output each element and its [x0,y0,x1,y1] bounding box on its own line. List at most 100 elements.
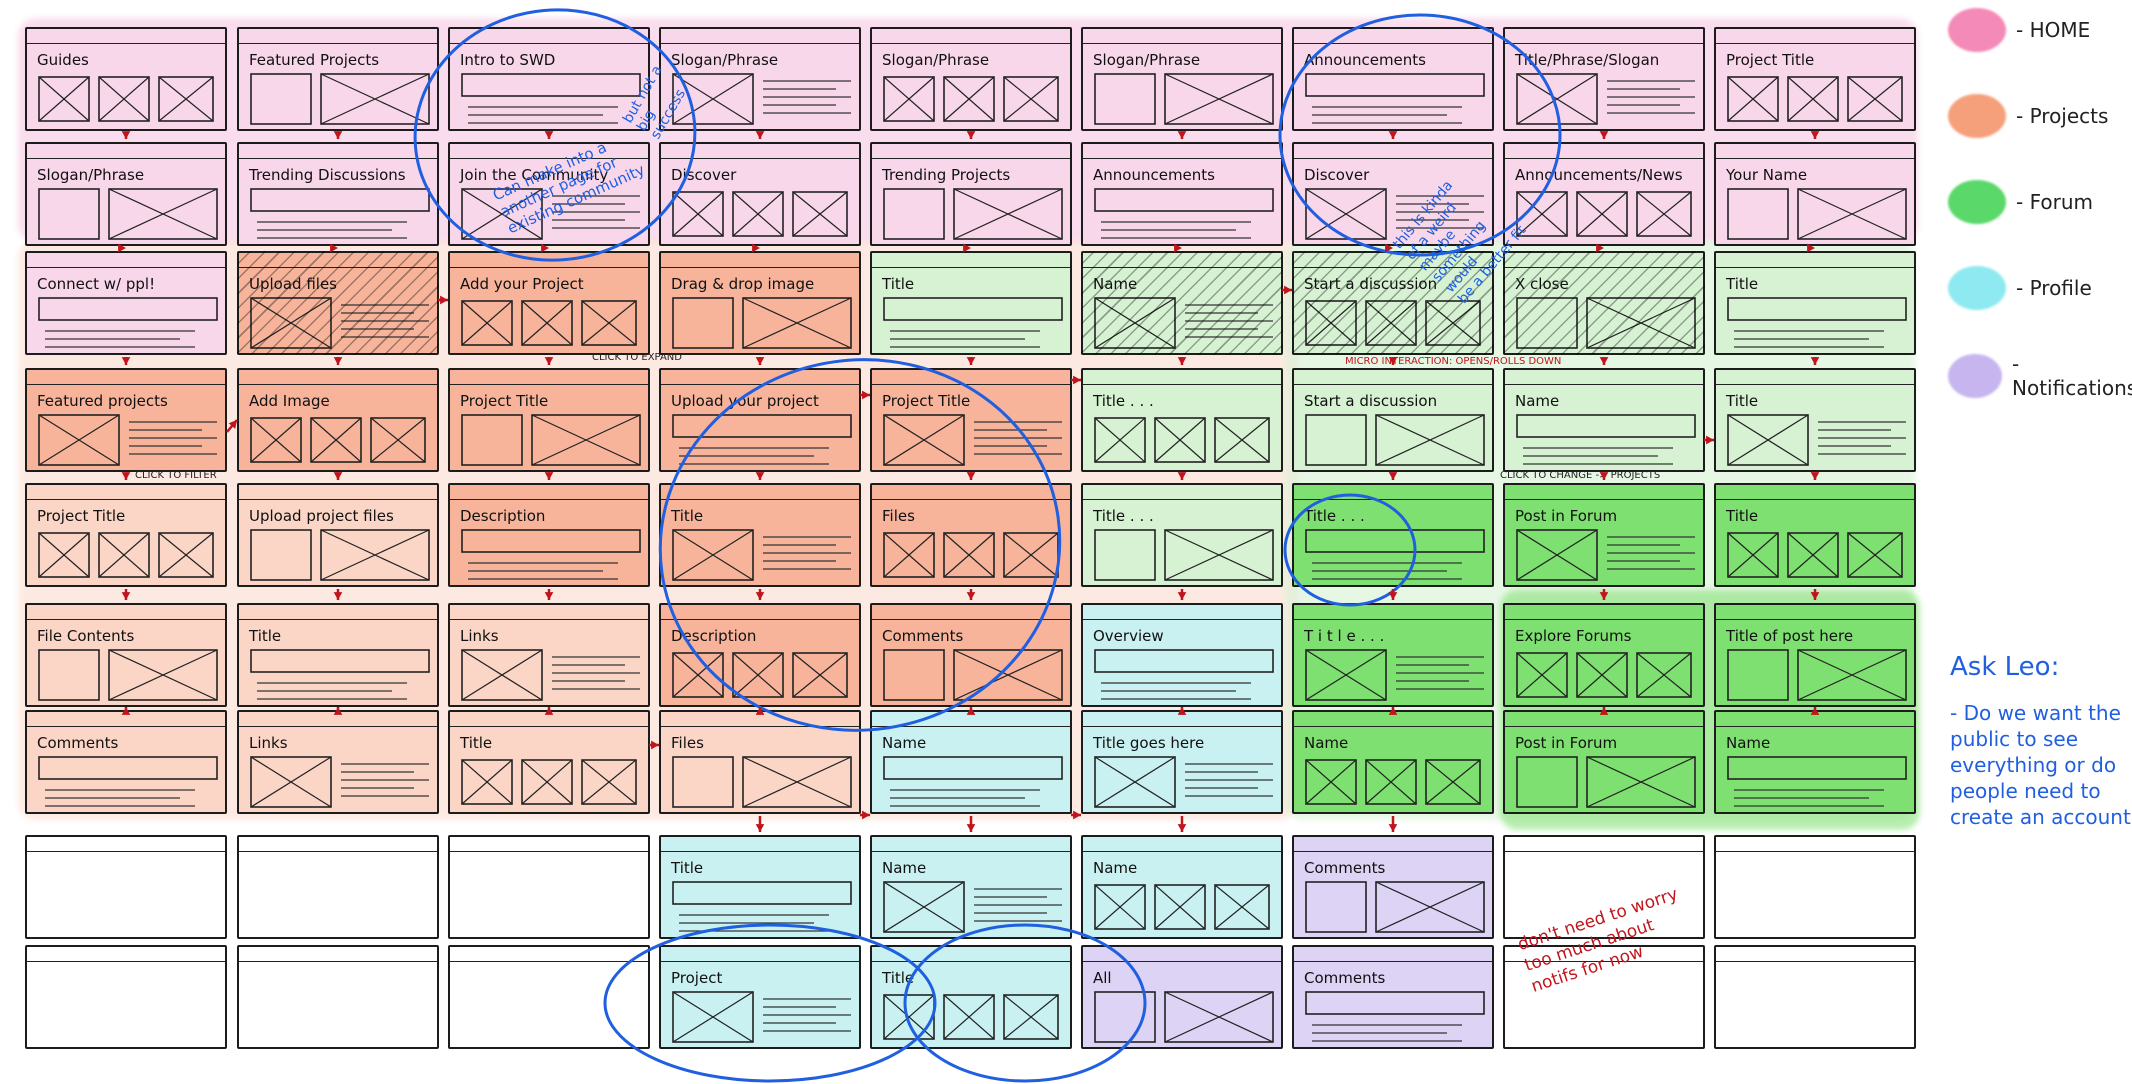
wireframe-header-bar [661,29,859,44]
wireframe-sketch [1094,884,1270,930]
wireframe-header-bar [239,253,437,268]
sketch-box [1305,759,1357,805]
sketch-cross [1164,73,1274,125]
sketch-box [1154,884,1206,930]
wireframe-sketch [461,649,640,701]
wireframe-sketch [1727,649,1907,701]
wireframe-title: Title [882,275,915,293]
sketch-box [1727,188,1789,240]
wireframe-sketch [1727,414,1906,466]
sketch-box [1636,191,1692,237]
sketch-cross [98,76,150,122]
sketch-box [1003,76,1059,122]
legend-label: - Projects [2016,104,2109,128]
wireframe-card: Title [1714,483,1916,587]
wireframe-header-bar [239,485,437,500]
wireframe-header-bar [1716,485,1914,500]
legend-item: - Profile [1948,266,2092,310]
sketch-box [742,297,852,349]
wireframe-header-bar [1294,605,1492,620]
wireframe-title: X close [1515,275,1569,293]
wireframe-header-bar [1505,485,1703,500]
wireframe-card: Title/Phrase/Slogan [1503,27,1705,131]
sketch-box [732,191,784,237]
wireframe-card: Slogan/Phrase [1081,27,1283,131]
wireframe-header-bar [1716,837,1914,852]
wireframe-header-bar [1505,712,1703,727]
sketch-box [250,649,430,673]
wireframe-card: File Contents [25,603,227,707]
wireframe-card: Title [448,710,650,814]
sketch-box [158,76,214,122]
sketch-cross [1586,756,1696,808]
sketch-box [461,649,543,701]
wireframe-sketch [250,529,430,581]
wireframe-title: Title . . . [1093,507,1154,525]
wireframe-sketch [1305,759,1481,805]
wireframe-sketch [1094,529,1274,581]
sketch-cross [1305,759,1357,805]
sketch-cross [1305,300,1357,346]
sketch-box [672,756,734,808]
wireframe-header-bar [1083,485,1281,500]
sketch-box [1305,649,1387,701]
wireframe-card: Title [659,835,861,939]
wireframe-title: Trending Discussions [249,166,406,184]
wireframe-card: Title . . . [1081,483,1283,587]
sketch-box [1425,300,1481,346]
wireframe-sketch [1305,73,1485,124]
wireframe-sketch [672,73,851,125]
wireframe-header-bar [450,947,648,962]
sketch-box [1094,297,1176,349]
wireframe-sketch [38,297,218,348]
sketch-cross [521,759,573,805]
sketch-cross [108,188,218,240]
wireframe-header-bar [1083,605,1281,620]
sketch-box [943,76,995,122]
sketch-box [1636,652,1692,698]
sketch-box [38,532,90,578]
wireframe-header-bar [1294,837,1492,852]
wireframe-sketch [672,414,852,465]
wireframe-header-bar [27,29,225,44]
sketch-box [742,756,852,808]
sketch-cross [461,649,543,701]
wireframe-sketch [672,529,851,581]
wireframe-header-bar [661,144,859,159]
wireframe-card: Featured Projects [237,27,439,131]
wireframe-card: Project Title [25,483,227,587]
sketch-cross [1154,884,1206,930]
sketch-box [1094,73,1156,125]
wireframe-header-bar [1083,947,1281,962]
wireframe-card: Files [659,710,861,814]
legend-swatch [1948,94,2006,138]
sketch-box [1094,417,1146,463]
wireframe-title: Name [1093,859,1138,877]
wireframe-card [25,835,227,939]
sketch-box [1727,297,1907,321]
wireframe-card: Project Title [448,368,650,472]
sketch-cross [1847,76,1903,122]
wireframe-card: Drag & drop image [659,251,861,355]
wireframe-header-bar [27,712,225,727]
wireframe-title: Title goes here [1093,734,1205,752]
wireframe-title: Description [460,507,546,525]
sketch-box [1586,756,1696,808]
sketch-box [1516,414,1696,438]
wireframe-card: Announcements [1292,27,1494,131]
sketch-box [38,188,100,240]
sketch-box [1164,991,1274,1043]
sketch-cross [370,417,426,463]
sketch-cross [581,759,637,805]
wireframe-header-bar [239,370,437,385]
wireframe-card: Title [870,945,1072,1049]
sketch-cross [732,191,784,237]
wireframe-sketch [1305,649,1484,701]
wireframe-sketch [1094,73,1274,125]
sketch-box [883,188,945,240]
wireframe-title: Add Image [249,392,330,410]
wireframe-sketch [250,756,429,808]
wireframe-header-bar [1505,29,1703,44]
wireframe-card: Name [870,710,1072,814]
